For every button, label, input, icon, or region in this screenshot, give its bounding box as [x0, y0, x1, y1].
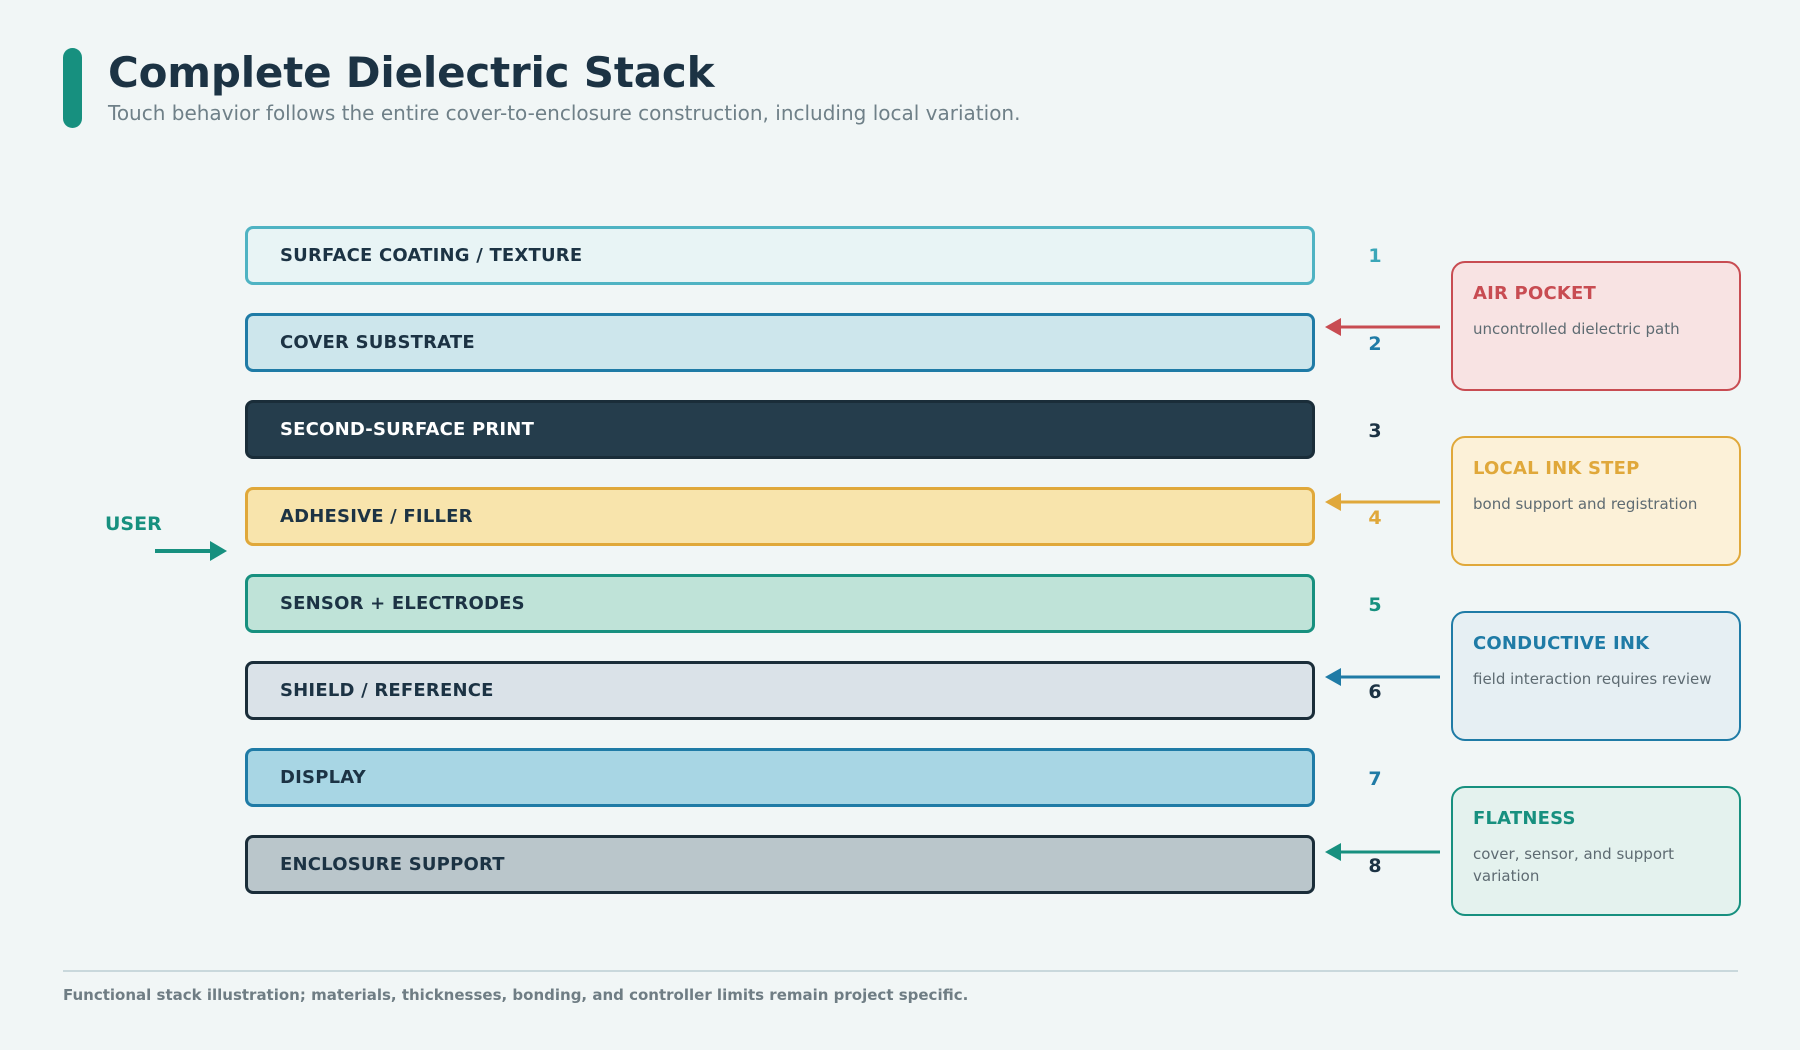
callout-air-pocket: AIR POCKET uncontrolled dielectric path: [1451, 261, 1741, 391]
callout-arrow-icon: [1325, 843, 1440, 861]
layer-number: 2: [1368, 333, 1382, 355]
callout-description: cover, sensor, and support variation: [1473, 845, 1675, 885]
layer-label: ADHESIVE / FILLER: [280, 506, 473, 527]
layer-label: SENSOR + ELECTRODES: [280, 593, 525, 614]
layer-number: 5: [1368, 594, 1382, 616]
layer-label: COVER SUBSTRATE: [280, 332, 475, 353]
callout-arrow-icon: [1325, 318, 1440, 336]
callout-description: bond support and registration: [1473, 495, 1698, 513]
user-label: USER: [105, 513, 162, 535]
layer-enclosure-support: ENCLOSURE SUPPORT: [245, 835, 1315, 894]
page-title: Complete Dielectric Stack: [108, 48, 715, 97]
callout-conductive-ink: CONDUCTIVE INK field interaction require…: [1451, 611, 1741, 741]
layer-sensor-electrodes: SENSOR + ELECTRODES: [245, 574, 1315, 633]
layer-display: DISPLAY: [245, 748, 1315, 807]
callout-title: LOCAL INK STEP: [1473, 458, 1640, 479]
callout-local-ink-step: LOCAL INK STEP bond support and registra…: [1451, 436, 1741, 566]
footnote: Functional stack illustration; materials…: [63, 986, 969, 1004]
layer-label: SHIELD / REFERENCE: [280, 680, 494, 701]
callout-title: AIR POCKET: [1473, 283, 1596, 304]
layer-number: 7: [1368, 768, 1382, 790]
callout-arrow-icon: [1325, 668, 1440, 686]
layer-label: DISPLAY: [280, 767, 366, 788]
user-arrow-icon: [155, 541, 227, 561]
layer-second-surface-print: SECOND-SURFACE PRINT: [245, 400, 1315, 459]
title-accent-bar: [63, 48, 82, 128]
layer-cover-substrate: COVER SUBSTRATE: [245, 313, 1315, 372]
callout-flatness: FLATNESS cover, sensor, and support vari…: [1451, 786, 1741, 916]
layer-label: ENCLOSURE SUPPORT: [280, 854, 505, 875]
layer-number: 4: [1368, 507, 1382, 529]
footer-divider: [63, 970, 1738, 972]
layer-number: 1: [1368, 245, 1382, 267]
layer-adhesive-filler: ADHESIVE / FILLER: [245, 487, 1315, 546]
callout-description: field interaction requires review: [1473, 670, 1712, 688]
callout-arrow-icon: [1325, 493, 1440, 511]
callout-title: FLATNESS: [1473, 808, 1576, 829]
layer-number: 6: [1368, 681, 1382, 703]
layer-surface-coating: SURFACE COATING / TEXTURE: [245, 226, 1315, 285]
page-subtitle: Touch behavior follows the entire cover-…: [108, 101, 1021, 125]
callout-description: uncontrolled dielectric path: [1473, 320, 1680, 338]
layer-number: 3: [1368, 420, 1382, 442]
layer-number: 8: [1368, 855, 1382, 877]
callout-title: CONDUCTIVE INK: [1473, 633, 1650, 654]
layer-label: SECOND-SURFACE PRINT: [280, 419, 535, 440]
layer-label: SURFACE COATING / TEXTURE: [280, 245, 583, 266]
layer-shield-reference: SHIELD / REFERENCE: [245, 661, 1315, 720]
